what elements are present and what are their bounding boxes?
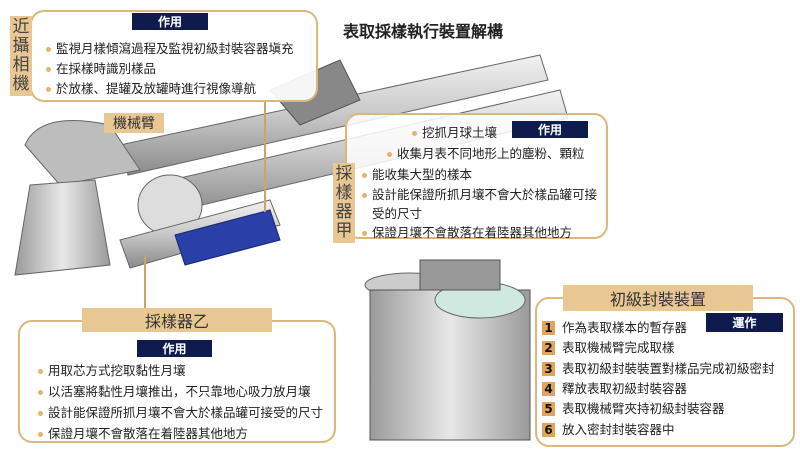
step-number: 2 <box>542 341 555 356</box>
packaging-device-illustration <box>364 259 531 441</box>
sampler-b-item: 用取芯方式挖取黏性月壤 <box>38 360 186 379</box>
packaging-step: 3 表取初級封裝裝置對樣品完成初級密封 <box>542 358 775 377</box>
step-number: 1 <box>542 321 555 335</box>
camera-item: 監視月樣傾瀉過程及監視初級封裝容器塡充 <box>46 38 294 57</box>
step-number: 4 <box>542 381 555 396</box>
sampler-a-item-continued: 受的尺寸 <box>372 206 423 221</box>
sampler-b-function-badge: 作用 <box>137 340 212 357</box>
sampler-a-item: 挖抓月球土壤 <box>412 122 497 141</box>
sampler-b-illustration <box>119 174 281 269</box>
camera-connector-line <box>264 102 266 212</box>
step-number: 5 <box>542 402 555 417</box>
arm-label: 機械臂 <box>104 113 164 133</box>
sampler-b-item: 保證月壤不會散落在着陸器其他地方 <box>38 423 248 442</box>
packaging-step: 5 表取機械臂夾持初級封裝容器 <box>542 398 725 417</box>
sampler-b-item: 設計能保證所抓月壤不會大於樣品罐可接受的尺寸 <box>38 402 323 421</box>
packaging-label: 初級封裝裝置 <box>563 285 753 311</box>
page-title: 表取採樣執行裝置解構 <box>343 22 504 41</box>
packaging-operation-badge: 運作 <box>706 313 783 332</box>
sampler-a-function-badge: 作用 <box>512 121 588 138</box>
camera-item: 在採樣時識別樣品 <box>46 58 156 77</box>
packaging-step: 4 釋放表取初級封裝容器 <box>542 378 687 397</box>
sampler-b-item: 以活塞將黏性月壤推出，不只靠地心吸力放月壤 <box>38 381 311 400</box>
step-number: 3 <box>542 361 555 376</box>
sampler-a-item: 設計能保證所抓月壤不會大於樣品罐可接 <box>362 184 597 203</box>
step-text: 釋放表取初級封裝容器 <box>562 380 688 396</box>
camera-label: 近攝相機 <box>10 16 32 96</box>
step-text: 表取機械臂夾持初級封裝容器 <box>562 401 725 417</box>
packaging-step: 6 放入密封封裝容器中 <box>542 419 675 438</box>
step-text: 作為表取樣本的暫存器 <box>562 320 688 335</box>
step-text: 表取初級封裝裝置對樣品完成初級密封 <box>562 360 775 376</box>
step-text: 表取機械臂完成取樣 <box>562 340 675 356</box>
sampler-b-connector-line <box>144 255 146 310</box>
sampler-a-item: 能收集大型的樣本 <box>362 164 472 183</box>
camera-function-badge: 作用 <box>132 13 208 30</box>
sampler-a-item: 保證月壤不會散落在着陸器其他地方 <box>362 222 572 241</box>
sampler-a-item: 收集月表不同地形上的塵粉、顆粒 <box>387 143 585 162</box>
packaging-step: 1 作為表取樣本的暫存器 <box>542 317 687 336</box>
camera-item: 於放樣、提罐及放罐時進行視像導航 <box>46 78 256 97</box>
sampler-a-label: 採樣器甲 <box>333 163 355 243</box>
step-number: 6 <box>542 422 555 437</box>
step-text: 放入密封封裝容器中 <box>562 421 675 437</box>
packaging-step: 2 表取機械臂完成取樣 <box>542 337 675 356</box>
sampler-b-label: 採樣器乙 <box>82 308 272 332</box>
